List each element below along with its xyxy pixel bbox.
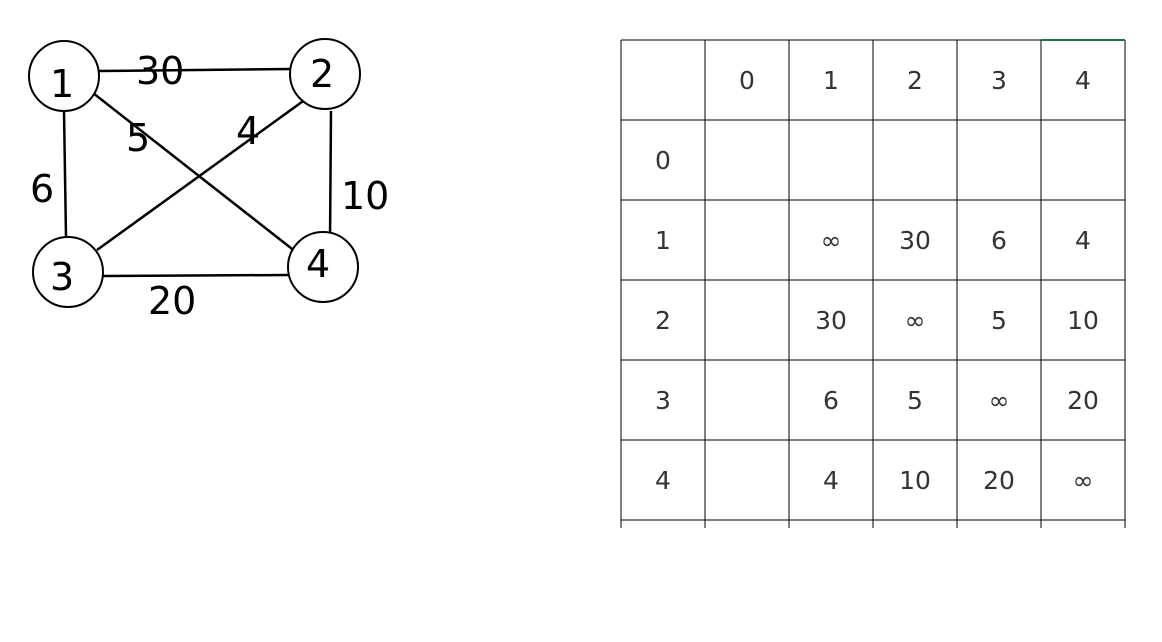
graph-edges (62, 67, 333, 278)
matrix-cell-3-1: 6 (823, 386, 839, 415)
matrix-cell-4-3: 20 (983, 466, 1015, 495)
matrix-cell-3-2: 5 (907, 386, 923, 415)
row-header-3: 3 (655, 386, 671, 415)
column-header-3: 3 (991, 66, 1007, 95)
edge-weight-label-1-3: 6 (30, 167, 54, 211)
matrix-cell-4-2: 10 (899, 466, 931, 495)
edge-1-3 (62, 110, 68, 238)
node-label-3: 3 (50, 255, 74, 299)
edge-weight-label-1-4: 5 (126, 116, 150, 160)
node-4 (287, 231, 359, 303)
edge-2-4 (328, 110, 333, 243)
adjacency-matrix-table: 0 1 2 3 4 0 1 ∞ 30 6 4 2 30 ∞ 5 10 3 6 5 ∞ 20 4 4 10 20 ∞ (620, 39, 1126, 528)
node-label-2: 2 (310, 52, 334, 96)
edge-3-4 (102, 273, 291, 278)
matrix-cell-1-2: 30 (899, 226, 931, 255)
row-header-0: 0 (655, 146, 671, 175)
matrix-cell-2-1: 30 (815, 306, 847, 335)
column-header-4: 4 (1075, 66, 1091, 95)
row-header-4: 4 (655, 466, 671, 495)
edge-2-3 (96, 97, 307, 252)
matrix-cell-1-1: ∞ (821, 226, 842, 255)
edge-1-4 (92, 92, 297, 253)
node-label-4: 4 (306, 242, 330, 286)
graph-edge-labels: 30 5 4 6 10 20 (30, 49, 389, 323)
edge-weight-label-3-4: 20 (148, 279, 196, 323)
matrix-cell-3-4: 20 (1067, 386, 1099, 415)
matrix-cell-4-1: 4 (823, 466, 839, 495)
column-header-1: 1 (823, 66, 839, 95)
column-header-2: 2 (907, 66, 923, 95)
edge-1-2 (97, 67, 292, 73)
matrix-cell-2-4: 10 (1067, 306, 1099, 335)
node-2 (289, 38, 361, 110)
matrix-cell-2-2: ∞ (905, 306, 926, 335)
matrix-cell-3-3: ∞ (989, 386, 1010, 415)
row-header-2: 2 (655, 306, 671, 335)
node-1 (28, 40, 100, 112)
matrix-cell-1-3: 6 (991, 226, 1007, 255)
node-3 (32, 236, 104, 308)
matrix-cell-1-4: 4 (1075, 226, 1091, 255)
graph-nodes: 1 2 3 4 (28, 38, 361, 308)
matrix-cell-2-3: 5 (991, 306, 1007, 335)
edge-weight-label-2-4: 10 (341, 174, 389, 218)
matrix-cell-4-4: ∞ (1073, 466, 1094, 495)
column-header-0: 0 (739, 66, 755, 95)
edge-weight-label-1-2: 30 (136, 49, 184, 93)
edge-weight-label-2-3: 4 (236, 109, 260, 153)
row-header-1: 1 (655, 226, 671, 255)
node-label-1: 1 (50, 62, 74, 106)
